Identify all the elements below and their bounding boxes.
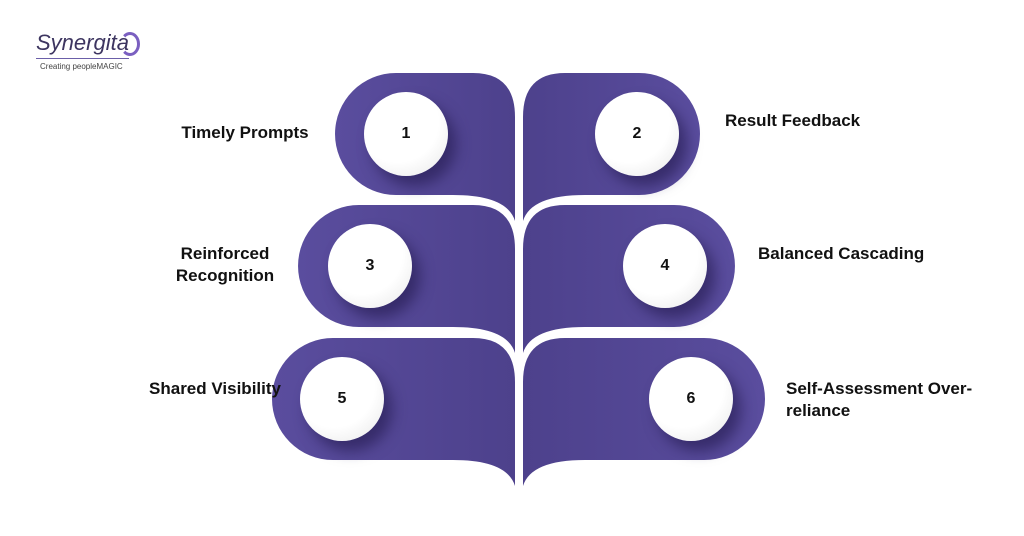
- step-number-6: 6: [649, 357, 733, 441]
- logo: Synergita Creating peopleMAGIC: [36, 30, 140, 71]
- step-label-2: Result Feedback: [725, 111, 861, 130]
- step-number-4: 4: [623, 224, 707, 308]
- step-label-5: Shared Visibility: [149, 379, 281, 398]
- logo-tagline: Creating peopleMAGIC: [36, 58, 129, 71]
- step-label-4: Balanced Cascading: [758, 244, 925, 263]
- logo-name: Synergita: [36, 30, 129, 55]
- step-number-1: 1: [364, 92, 448, 176]
- step-label-1: Timely Prompts: [181, 123, 309, 142]
- step-label-3: Reinforced Recognition: [175, 244, 275, 285]
- logo-mark-icon: [120, 32, 140, 56]
- step-number-2: 2: [595, 92, 679, 176]
- step-number-5: 5: [300, 357, 384, 441]
- step-label-6: Self-Assessment Over-reliance: [786, 379, 973, 420]
- step-number-3: 3: [328, 224, 412, 308]
